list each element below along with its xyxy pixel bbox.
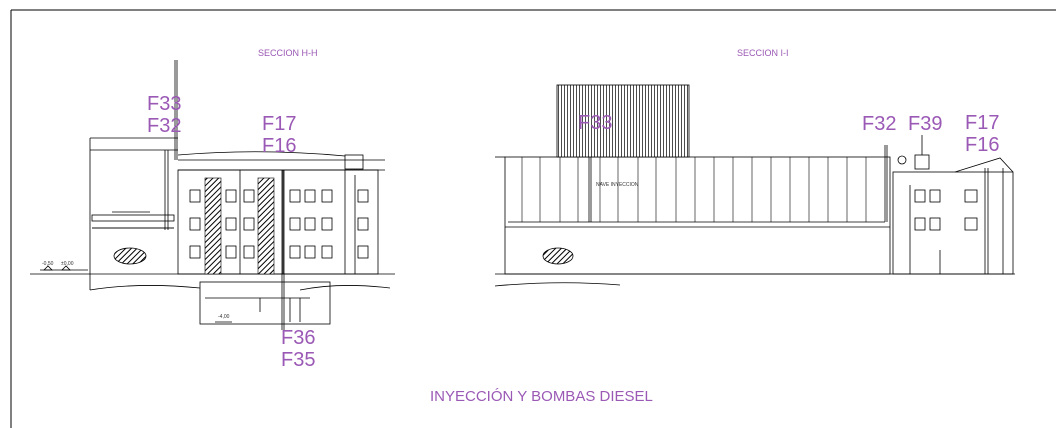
room-label: NAVE INYECCION bbox=[596, 182, 639, 188]
label-f39: F39 bbox=[908, 113, 943, 135]
level-minus-400: -4,00 bbox=[218, 314, 230, 320]
rooftop-structure bbox=[556, 84, 690, 158]
rock-symbol-left bbox=[113, 247, 147, 265]
label-f33-left: F33 bbox=[147, 93, 182, 115]
level-zero: ±0,00 bbox=[61, 261, 74, 267]
label-f32-left: F32 bbox=[147, 115, 182, 137]
rock-symbol-right bbox=[542, 247, 574, 265]
drawing-frame bbox=[10, 9, 1056, 428]
drawing-title: INYECCIÓN Y BOMBAS DIESEL bbox=[430, 388, 653, 405]
label-f35: F35 bbox=[281, 349, 316, 371]
section-hh-title: SECCION H-H bbox=[258, 48, 318, 58]
building-divisions-ii bbox=[521, 157, 867, 222]
level-minus-050: -0,50 bbox=[42, 261, 54, 267]
label-f32-right: F32 bbox=[862, 113, 897, 135]
label-f16-right: F16 bbox=[965, 134, 1000, 156]
label-f36: F36 bbox=[281, 327, 316, 349]
hatched-column-1 bbox=[204, 177, 222, 275]
label-f17-right: F17 bbox=[965, 112, 1000, 134]
label-f33-right: F33 bbox=[578, 112, 613, 134]
section-hh-drawing bbox=[30, 60, 395, 330]
label-f17-left: F17 bbox=[262, 113, 297, 135]
section-ii-title: SECCION I-I bbox=[737, 48, 789, 58]
windows-hh bbox=[189, 189, 369, 259]
windows-ii bbox=[914, 189, 978, 231]
hatched-column-2 bbox=[257, 177, 275, 275]
section-ii-drawing bbox=[494, 135, 1015, 287]
label-f16-left: F16 bbox=[262, 135, 297, 157]
